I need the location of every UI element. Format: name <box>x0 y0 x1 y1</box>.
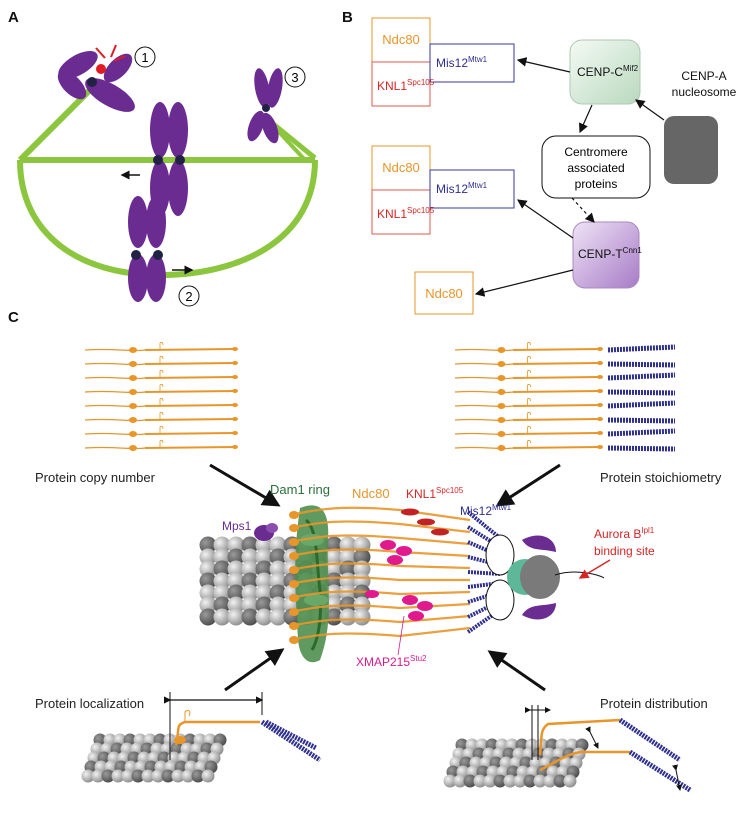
svg-text:CENP-CMif2: CENP-CMif2 <box>577 64 639 79</box>
mps1-molecule <box>254 523 278 541</box>
label-copy-number: Protein copy number <box>35 470 156 485</box>
microtubule-localization <box>81 733 227 783</box>
panel-b-bottom-ndc80: Ndc80 <box>414 271 474 315</box>
label-ndc80: Ndc80 <box>352 486 390 501</box>
step-marker-2: 2 <box>178 285 200 307</box>
panel-b-arrows <box>474 57 665 297</box>
label-stoichiometry: Protein stoichiometry <box>600 470 722 485</box>
step-marker-1: 1 <box>134 46 156 68</box>
panel-a-chromosome-bottom <box>128 196 166 302</box>
svg-text:nucleosome: nucleosome <box>672 85 737 99</box>
svg-text:2: 2 <box>185 289 192 304</box>
panel-label-c: C <box>8 309 19 326</box>
label-mis12: Mis12Mtw1 <box>460 503 512 518</box>
panel-a-chromosome-1 <box>57 44 135 112</box>
label-xmap215: XMAP215Stu2 <box>356 654 427 669</box>
copy-number-strands <box>84 341 238 451</box>
label-localization: Protein localization <box>35 696 144 711</box>
distribution-construct <box>525 705 692 793</box>
xmap215-pointer <box>397 615 405 656</box>
mis12-label-top: Mis12Mtw1 <box>436 55 488 70</box>
label-knl1: KNL1Spc105 <box>406 486 464 501</box>
svg-text:1: 1 <box>141 50 148 65</box>
panel-c-big-arrows <box>209 463 561 692</box>
panel-b-centromere-box: Centromere associated proteins <box>541 135 651 199</box>
panel-b-cenpa: CENP-A nucleosome <box>664 69 737 184</box>
svg-text:associated: associated <box>567 161 624 175</box>
panel-label-b: B <box>342 9 353 26</box>
panel-b-cenpt: CENP-TCnn1 <box>572 221 642 289</box>
panel-b-mid-complex: Ndc80 KNL1Spc105 Mis12Mtw1 <box>371 145 515 235</box>
svg-text:Mis12Mtw1: Mis12Mtw1 <box>436 181 488 196</box>
xmap215-blobs <box>365 540 433 621</box>
label-dam1-ring: Dam1 ring <box>270 482 330 497</box>
svg-text:Ndc80: Ndc80 <box>382 160 420 175</box>
svg-text:proteins: proteins <box>575 177 618 191</box>
panel-b-top-complex: Ndc80 KNL1Spc105 Mis12Mtw1 <box>371 17 515 107</box>
label-mps1: Mps1 <box>222 519 252 533</box>
svg-text:KNL1Spc105: KNL1Spc105 <box>377 206 435 221</box>
aurora-pointer <box>578 559 611 579</box>
panel-b-cenpc: CENP-CMif2 <box>569 39 641 105</box>
ndc80-fibrils <box>289 506 471 644</box>
panel-a-chromosome-3 <box>247 68 283 144</box>
label-aurora-line2: binding site <box>594 544 655 558</box>
panel-label-a: A <box>8 9 19 26</box>
knl1-label-top: KNL1Spc105 <box>377 78 435 93</box>
knl1-red-segments <box>401 508 449 536</box>
stoichiometry-strands <box>454 341 676 452</box>
svg-text:Centromere: Centromere <box>564 145 628 159</box>
ndc80-label-top: Ndc80 <box>382 32 420 47</box>
label-distribution: Protein distribution <box>600 696 708 711</box>
svg-text:Ndc80: Ndc80 <box>425 286 463 301</box>
svg-text:CENP-A: CENP-A <box>681 69 726 83</box>
svg-text:CENP-TCnn1: CENP-TCnn1 <box>578 246 642 261</box>
label-aurora-line1: Aurora BIpl1 <box>594 526 655 541</box>
step-marker-3: 3 <box>284 66 306 88</box>
central-hub <box>485 534 605 621</box>
svg-text:3: 3 <box>291 70 298 85</box>
localization-construct <box>164 692 322 763</box>
microtubule-distribution <box>443 738 589 788</box>
